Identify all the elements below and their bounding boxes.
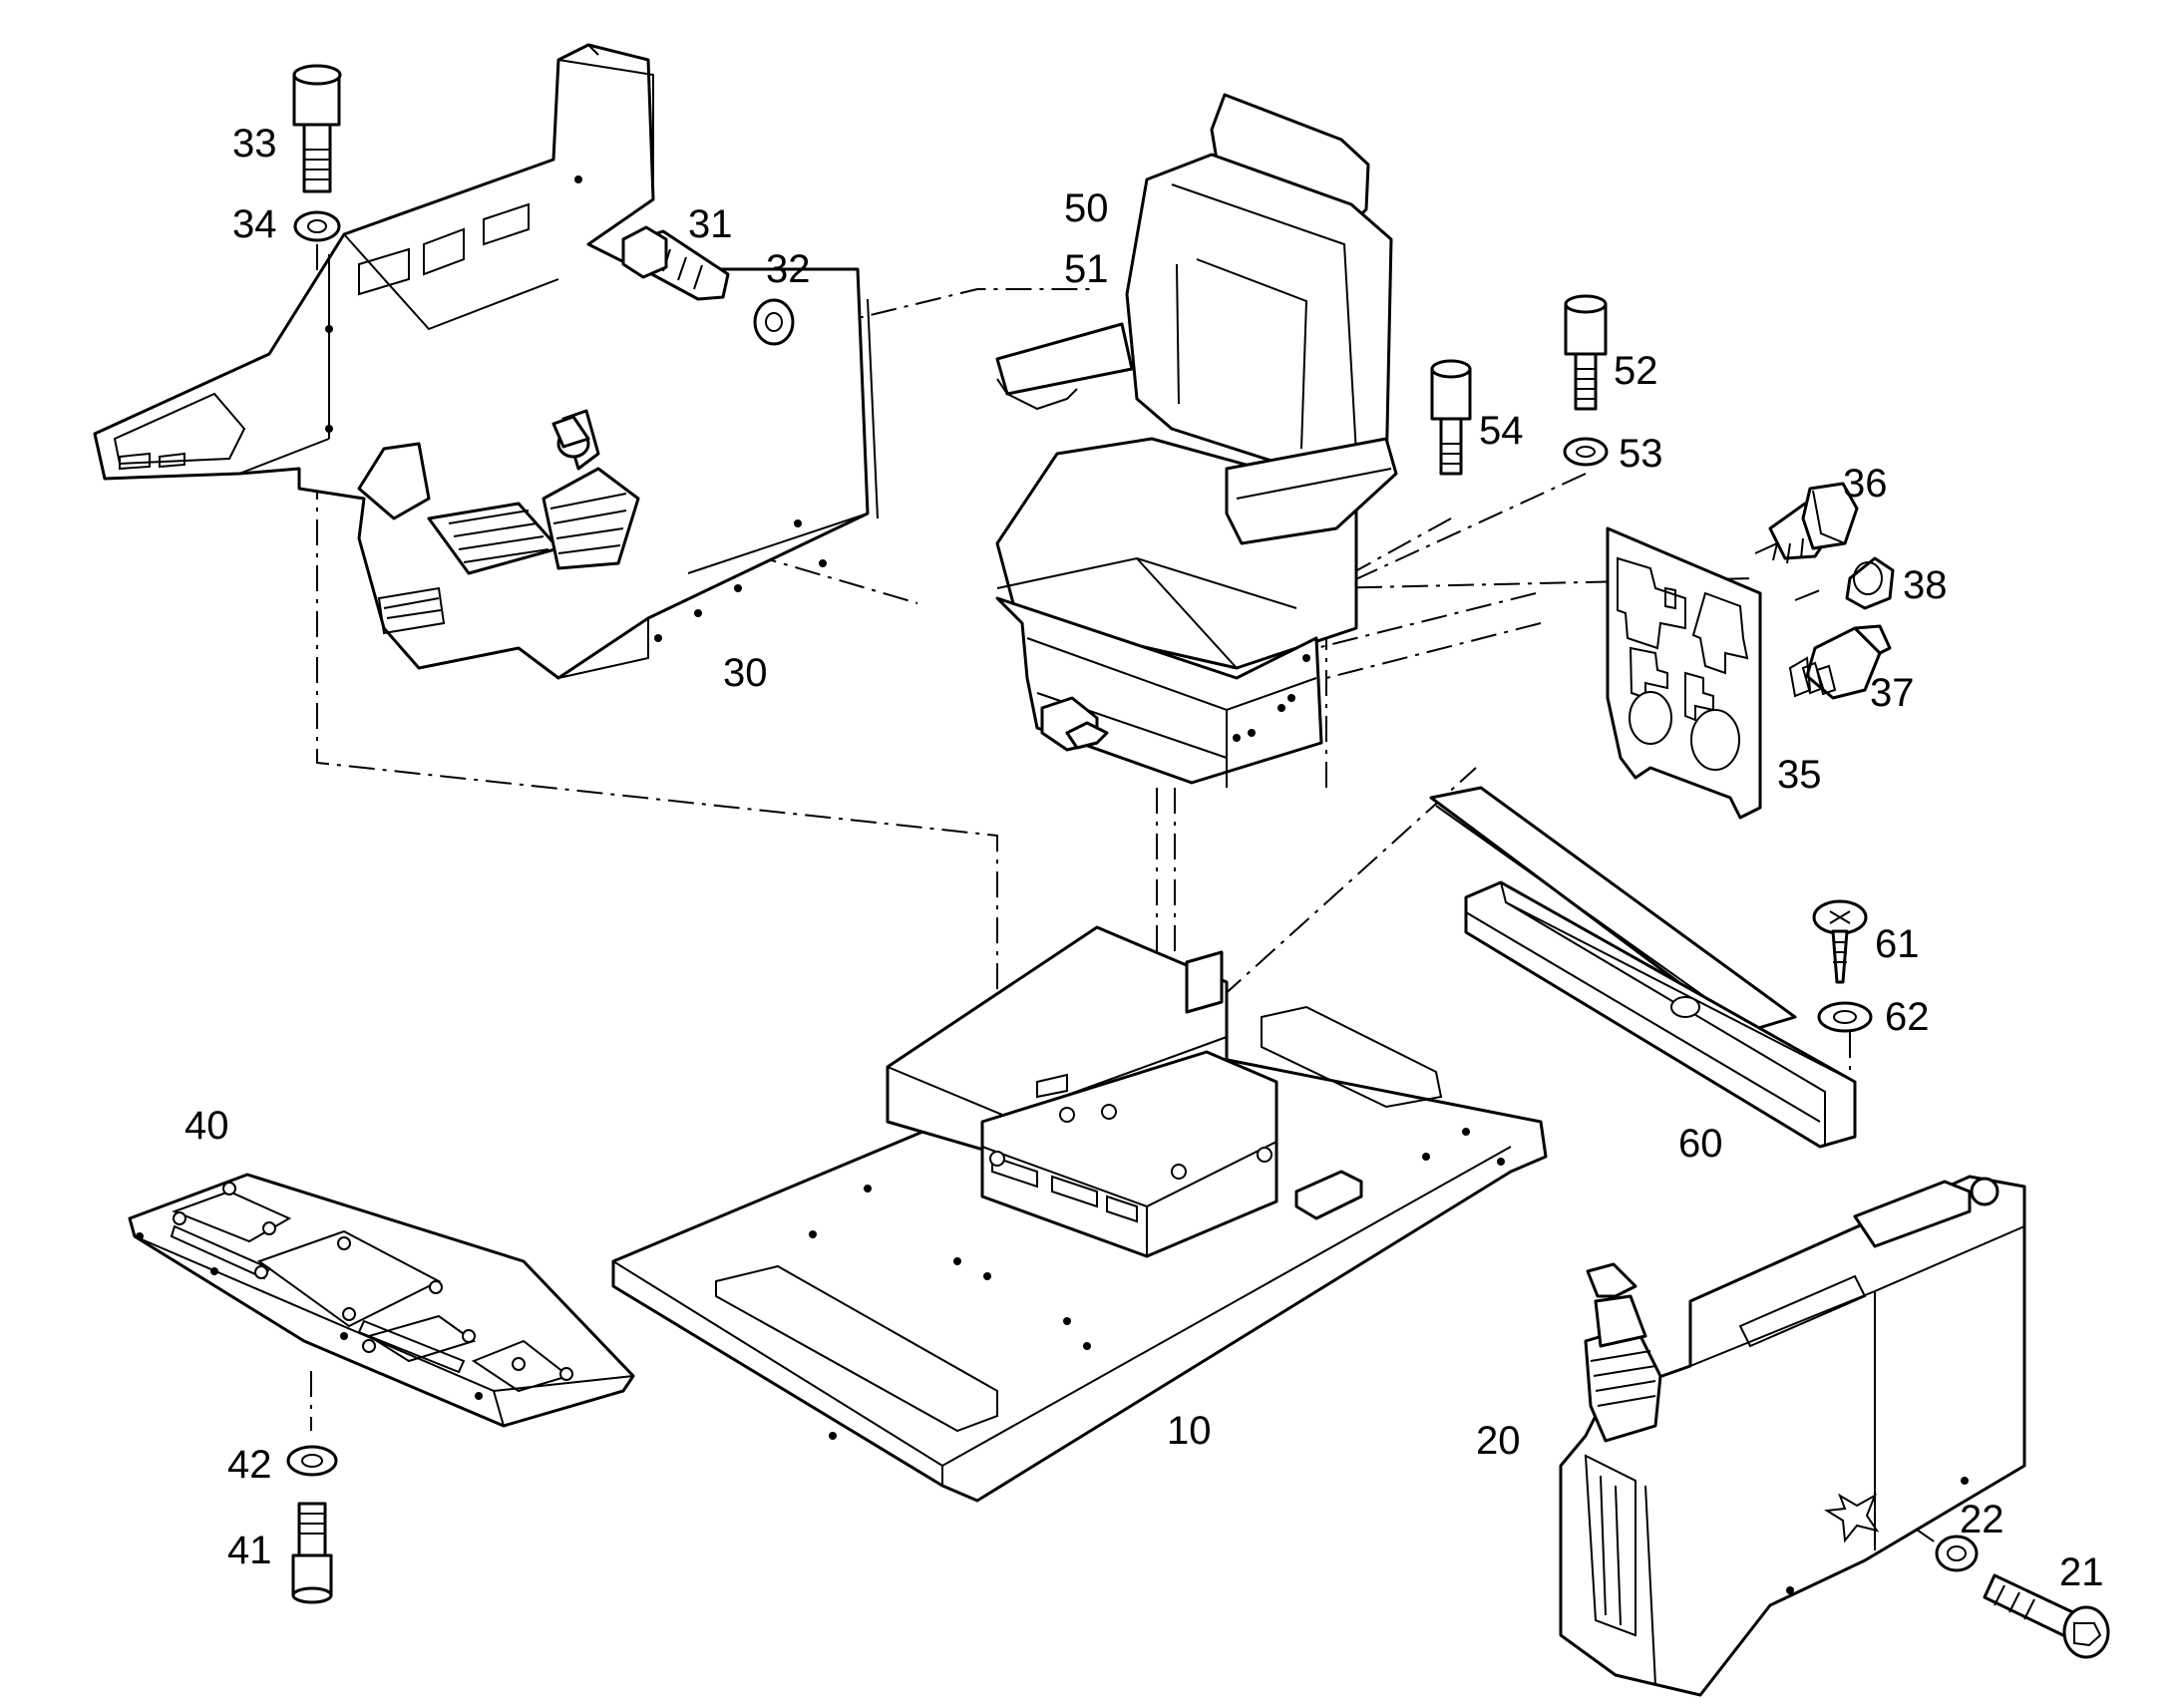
callout-52: 52 — [1614, 349, 1658, 393]
callout-62: 62 — [1885, 995, 1930, 1039]
callout-33: 33 — [232, 122, 277, 166]
washer-42 — [286, 1445, 338, 1477]
bolt-21 — [1983, 1573, 2110, 1659]
callout-53: 53 — [1619, 432, 1663, 476]
rail-60 — [1429, 786, 1857, 1149]
cap-38 — [1845, 556, 1895, 610]
washer-34 — [293, 210, 341, 242]
callout-36: 36 — [1843, 462, 1888, 506]
seat-50 — [995, 93, 1398, 788]
callout-31: 31 — [688, 202, 733, 246]
washer-32 — [753, 298, 795, 346]
callout-54: 54 — [1479, 409, 1524, 453]
right-console-20 — [1559, 1175, 2026, 1697]
callout-34: 34 — [232, 202, 277, 246]
callout-10: 10 — [1167, 1409, 1212, 1453]
callout-21: 21 — [2059, 1550, 2104, 1594]
washer-22 — [1935, 1535, 1979, 1572]
callout-22: 22 — [1960, 1498, 2004, 1541]
callout-20: 20 — [1476, 1419, 1521, 1463]
foot-plate-40 — [128, 1173, 635, 1428]
washer-53 — [1563, 437, 1609, 467]
panel-35 — [1606, 526, 1762, 820]
callout-labels: 10 20 21 22 30 31 32 33 34 35 36 37 38 4… — [184, 122, 2104, 1594]
bolt-41 — [291, 1502, 333, 1604]
callout-37: 37 — [1870, 671, 1915, 715]
bolt-52 — [1564, 294, 1608, 411]
left-console-30 — [93, 43, 879, 680]
plug-37 — [1788, 624, 1892, 700]
callout-42: 42 — [227, 1443, 272, 1487]
callout-60: 60 — [1678, 1122, 1723, 1166]
callout-51: 51 — [1064, 247, 1109, 291]
bolt-33 — [292, 64, 342, 193]
bolt-31 — [621, 225, 730, 301]
callout-61: 61 — [1875, 922, 1920, 966]
callout-38: 38 — [1903, 563, 1948, 607]
callout-40: 40 — [184, 1104, 229, 1148]
callout-32: 32 — [766, 247, 811, 291]
callout-50: 50 — [1064, 186, 1109, 230]
fitting-36 — [1768, 482, 1859, 564]
callout-30: 30 — [723, 651, 768, 695]
washer-62 — [1817, 1001, 1873, 1033]
screw-61 — [1812, 899, 1868, 984]
floor-plate-10 — [611, 925, 1548, 1503]
callout-41: 41 — [227, 1529, 272, 1572]
bolt-54 — [1430, 359, 1472, 476]
callout-35: 35 — [1777, 753, 1822, 797]
